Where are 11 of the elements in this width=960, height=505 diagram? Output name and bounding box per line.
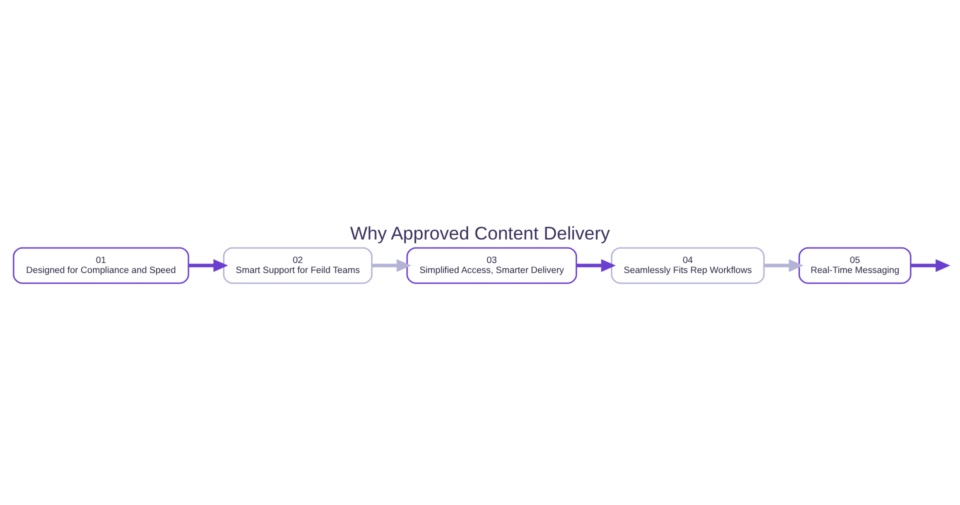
arrow [188,259,228,272]
arrow [910,259,950,272]
node-box: 05 Real-Time Messaging [798,247,912,284]
arrow [576,259,616,272]
node-box: 01 Designed for Compliance and Speed [12,247,190,284]
diagram-title: Why Approved Content Delivery [350,222,610,244]
node-box: 04 Seamlessly Fits Rep Workflows [610,247,765,284]
node-box: 02 Smart Support for Feild Teams [223,247,373,284]
arrow [372,259,412,272]
node-box: 03 Simplified Access, Smarter Delivery [406,247,578,284]
arrow [764,259,804,272]
